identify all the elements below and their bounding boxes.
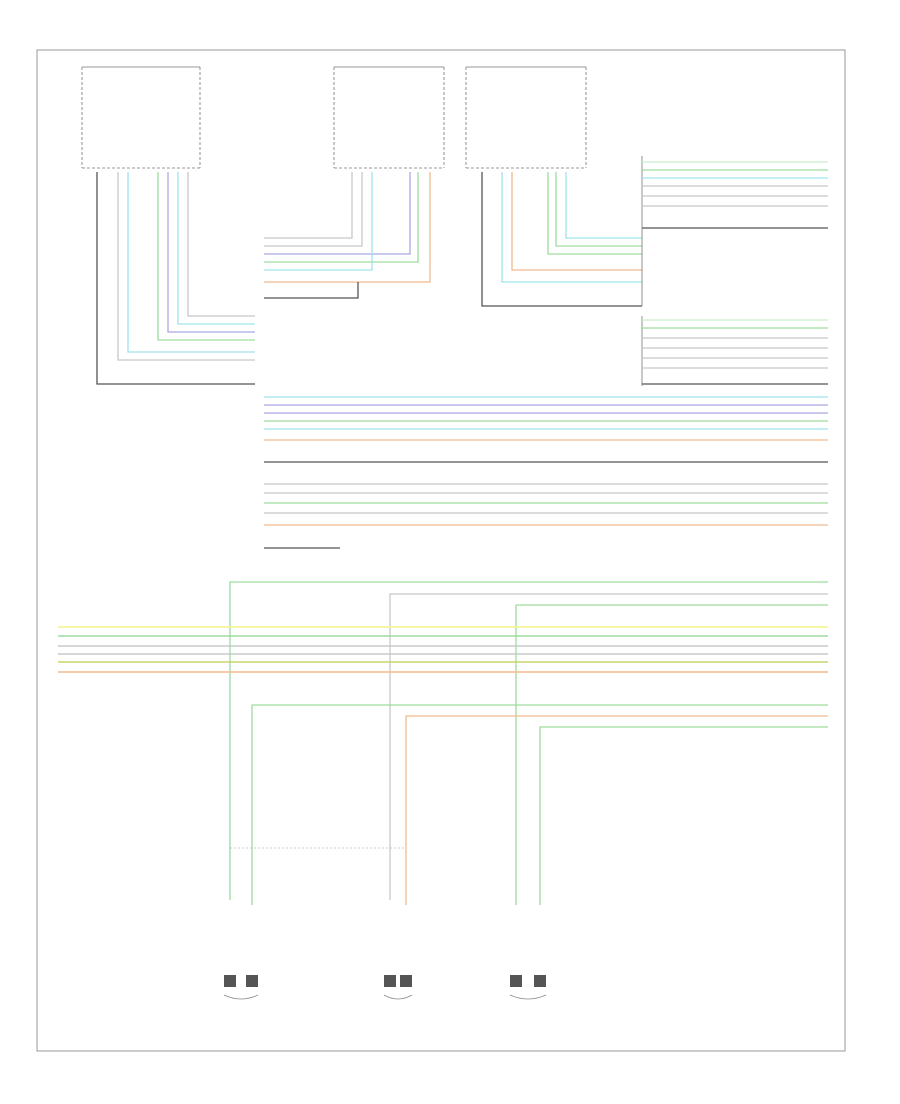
right-speaker bbox=[223, 975, 259, 1000]
instrument-cluster-right bbox=[465, 66, 587, 169]
center-module-wires bbox=[264, 172, 431, 299]
top-right-bus bbox=[642, 161, 828, 229]
wide-lower-bus bbox=[58, 626, 828, 673]
left-speaker bbox=[383, 975, 413, 1000]
instrument-cluster-left bbox=[81, 66, 201, 169]
main-bus-2 bbox=[264, 483, 828, 549]
left-cluster-wires bbox=[96, 172, 255, 385]
center-module bbox=[333, 66, 445, 169]
right-cluster-wires bbox=[481, 172, 642, 307]
diagram-frame bbox=[36, 49, 846, 1052]
lower-speaker-feeders bbox=[251, 704, 828, 905]
speaker-feed-bus bbox=[229, 581, 828, 905]
middle-right-bus bbox=[642, 319, 828, 385]
center-speaker bbox=[509, 975, 547, 1000]
main-bus-1 bbox=[264, 396, 828, 463]
